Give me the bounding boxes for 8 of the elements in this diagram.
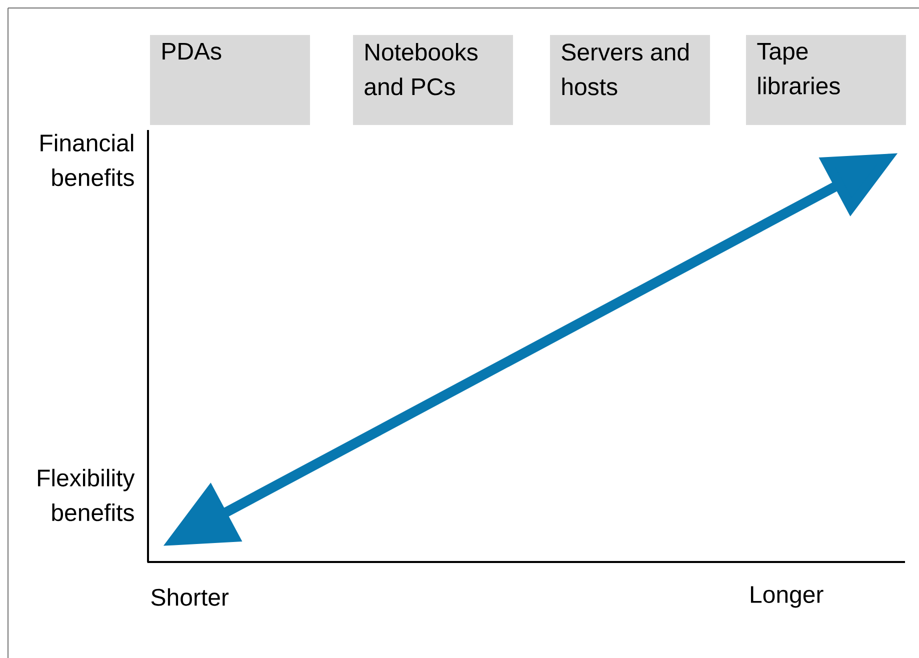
- axis-label: Flexibility benefits: [38, 468, 135, 522]
- category-box: Tape libraries: [746, 35, 906, 125]
- category-box: Servers and hosts: [550, 35, 710, 125]
- axis-label: Financial benefits: [40, 134, 134, 186]
- axis-label: Shorter: [151, 588, 229, 606]
- category-box: Notebooks and PCs: [353, 35, 513, 125]
- category-box: PDAs: [150, 35, 310, 125]
- axis-label: Longer: [750, 586, 824, 608]
